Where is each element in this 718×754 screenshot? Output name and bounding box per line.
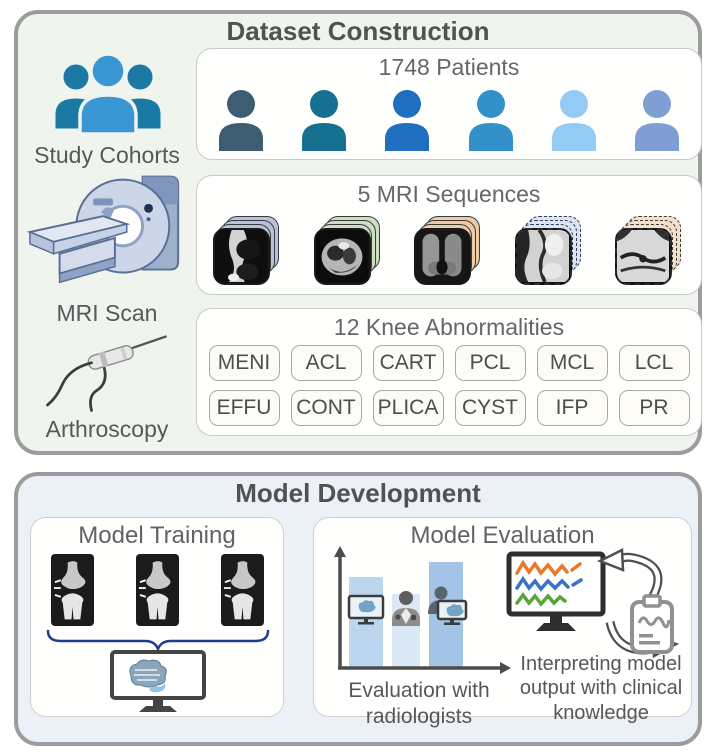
- ai-brain-monitor-icon: [109, 650, 207, 714]
- mri-stack-coronal-bright: [615, 216, 685, 286]
- patient-icon: [219, 90, 263, 151]
- abnormality-pill: MCL: [536, 345, 608, 381]
- sequence-stacks-row: [197, 212, 701, 286]
- model-training-title: Model Training: [78, 522, 236, 549]
- patient-icon: [302, 90, 347, 151]
- patient-icon: [468, 90, 513, 151]
- radiologist-icon: [390, 590, 422, 626]
- mri-stack-axial: [313, 216, 384, 286]
- abnormality-row-2: EFFU CONT PLICA CYST IFP PR: [197, 390, 701, 426]
- abnormality-pill: ACL: [290, 345, 362, 381]
- clinical-report-clipboard-icon: [628, 594, 676, 656]
- study-cohorts-icon: [46, 50, 170, 142]
- patients-title: 1748 Patients: [378, 54, 520, 80]
- abnormality-pill: LCL: [618, 345, 690, 381]
- abnormalities-title: 12 Knee Abnormalities: [333, 314, 565, 340]
- patient-icon: [385, 90, 430, 151]
- model-title: Model Development: [235, 478, 481, 508]
- evaluation-caption: Evaluation with radiologists: [348, 679, 490, 728]
- dataset-title: Dataset Construction: [226, 16, 490, 46]
- mri-scan-label: MRI Scan: [56, 300, 158, 326]
- dataset-construction-panel: Dataset Construction Study Cohorts: [14, 10, 702, 455]
- patients-box: 1748 Patients: [196, 48, 702, 160]
- model-development-panel: Model Development Model Training: [14, 472, 702, 746]
- brace-connector: [45, 628, 271, 653]
- model-evaluation-title: Model Evaluation: [410, 522, 595, 549]
- interpretation-caption: Interpreting model output with clinical …: [519, 653, 683, 724]
- abnormality-row-1: MENI ACL CART PCL MCL LCL: [197, 345, 701, 381]
- knee-xray-image: [51, 554, 94, 626]
- knee-xray-image: [136, 554, 179, 626]
- abnormality-pill: PLICA: [372, 390, 444, 426]
- abnormality-pill: IFP: [536, 390, 608, 426]
- knee-xray-image: [221, 554, 264, 626]
- study-cohorts-label: Study Cohorts: [34, 142, 180, 168]
- radiologist-with-model-icon: [426, 586, 468, 626]
- mri-stack-coronal-dark: [414, 216, 484, 286]
- abnormalities-box: 12 Knee Abnormalities MENI ACL CART PCL …: [196, 308, 702, 436]
- mri-scanner-icon: [24, 166, 192, 300]
- model-evaluation-box: Model Evaluation: [313, 517, 692, 728]
- arthroscopy-label: Arthroscopy: [45, 416, 169, 442]
- abnormality-pill: PR: [618, 390, 690, 426]
- abnormality-pill: PCL: [454, 345, 526, 381]
- arthroscope-icon: [38, 328, 178, 416]
- abnormality-pill: CYST: [454, 390, 526, 426]
- abnormality-pill: CONT: [290, 390, 362, 426]
- model-training-box: Model Training: [30, 517, 284, 717]
- patient-icon: [551, 90, 596, 151]
- patient-icons-row: [197, 85, 701, 151]
- mri-stack-sagittal-bright: [514, 216, 585, 286]
- model-output-monitor-icon: [506, 551, 606, 633]
- sequences-title: 5 MRI Sequences: [357, 181, 541, 207]
- abnormality-pill: EFFU: [208, 390, 280, 426]
- abnormality-pill: CART: [372, 345, 444, 381]
- mri-stack-sagittal-dark: [213, 216, 283, 286]
- abnormality-pill: MENI: [208, 345, 280, 381]
- patient-icon: [634, 90, 679, 151]
- mri-sequences-box: 5 MRI Sequences: [196, 175, 702, 295]
- model-monitor-icon: [347, 594, 385, 626]
